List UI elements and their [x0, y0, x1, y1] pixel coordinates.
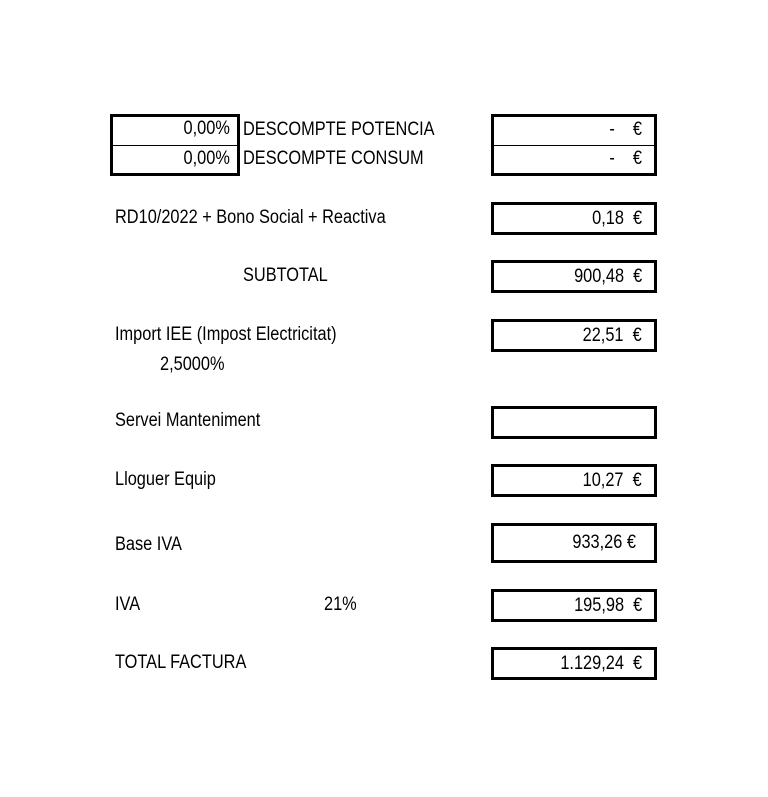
discount-potencia-value: - € — [609, 119, 642, 140]
rental-value: 10,27 € — [491, 464, 657, 497]
discount-consum-label: DESCOMPTE CONSUM — [243, 148, 424, 169]
total-label: TOTAL FACTURA — [115, 652, 247, 673]
discount-consum-percent: 0,00% — [183, 148, 230, 169]
iva-value: 195,98 € — [491, 589, 657, 622]
base-iva-value: 933,26 € — [491, 523, 657, 563]
iee-label: Import IEE (Impost Electricitat) — [115, 324, 337, 345]
discount-consum-value: - € — [494, 145, 654, 173]
base-iva-label: Base IVA — [115, 534, 182, 555]
rd-label: RD10/2022 + Bono Social + Reactiva — [115, 207, 386, 228]
iee-value: 22,51 € — [491, 319, 657, 352]
discount-potencia-percent: 0,00% — [183, 118, 230, 139]
rd-value: 0,18 € — [491, 202, 657, 235]
discount-potencia-label: DESCOMPTE POTENCIA — [243, 119, 435, 140]
subtotal-value: 900,48 € — [491, 260, 657, 293]
discount-percent-divider — [110, 145, 240, 146]
iva-label: IVA — [115, 594, 141, 615]
subtotal-label: SUBTOTAL — [243, 265, 328, 286]
discount-value-box: - € - € — [491, 114, 657, 176]
iva-rate: 21% — [324, 594, 357, 615]
total-value: 1.129,24 € — [491, 647, 657, 680]
rental-label: Lloguer Equip — [115, 469, 216, 490]
maintenance-label: Servei Manteniment — [115, 410, 261, 431]
maintenance-value — [491, 406, 657, 439]
iee-rate: 2,5000% — [160, 354, 225, 375]
